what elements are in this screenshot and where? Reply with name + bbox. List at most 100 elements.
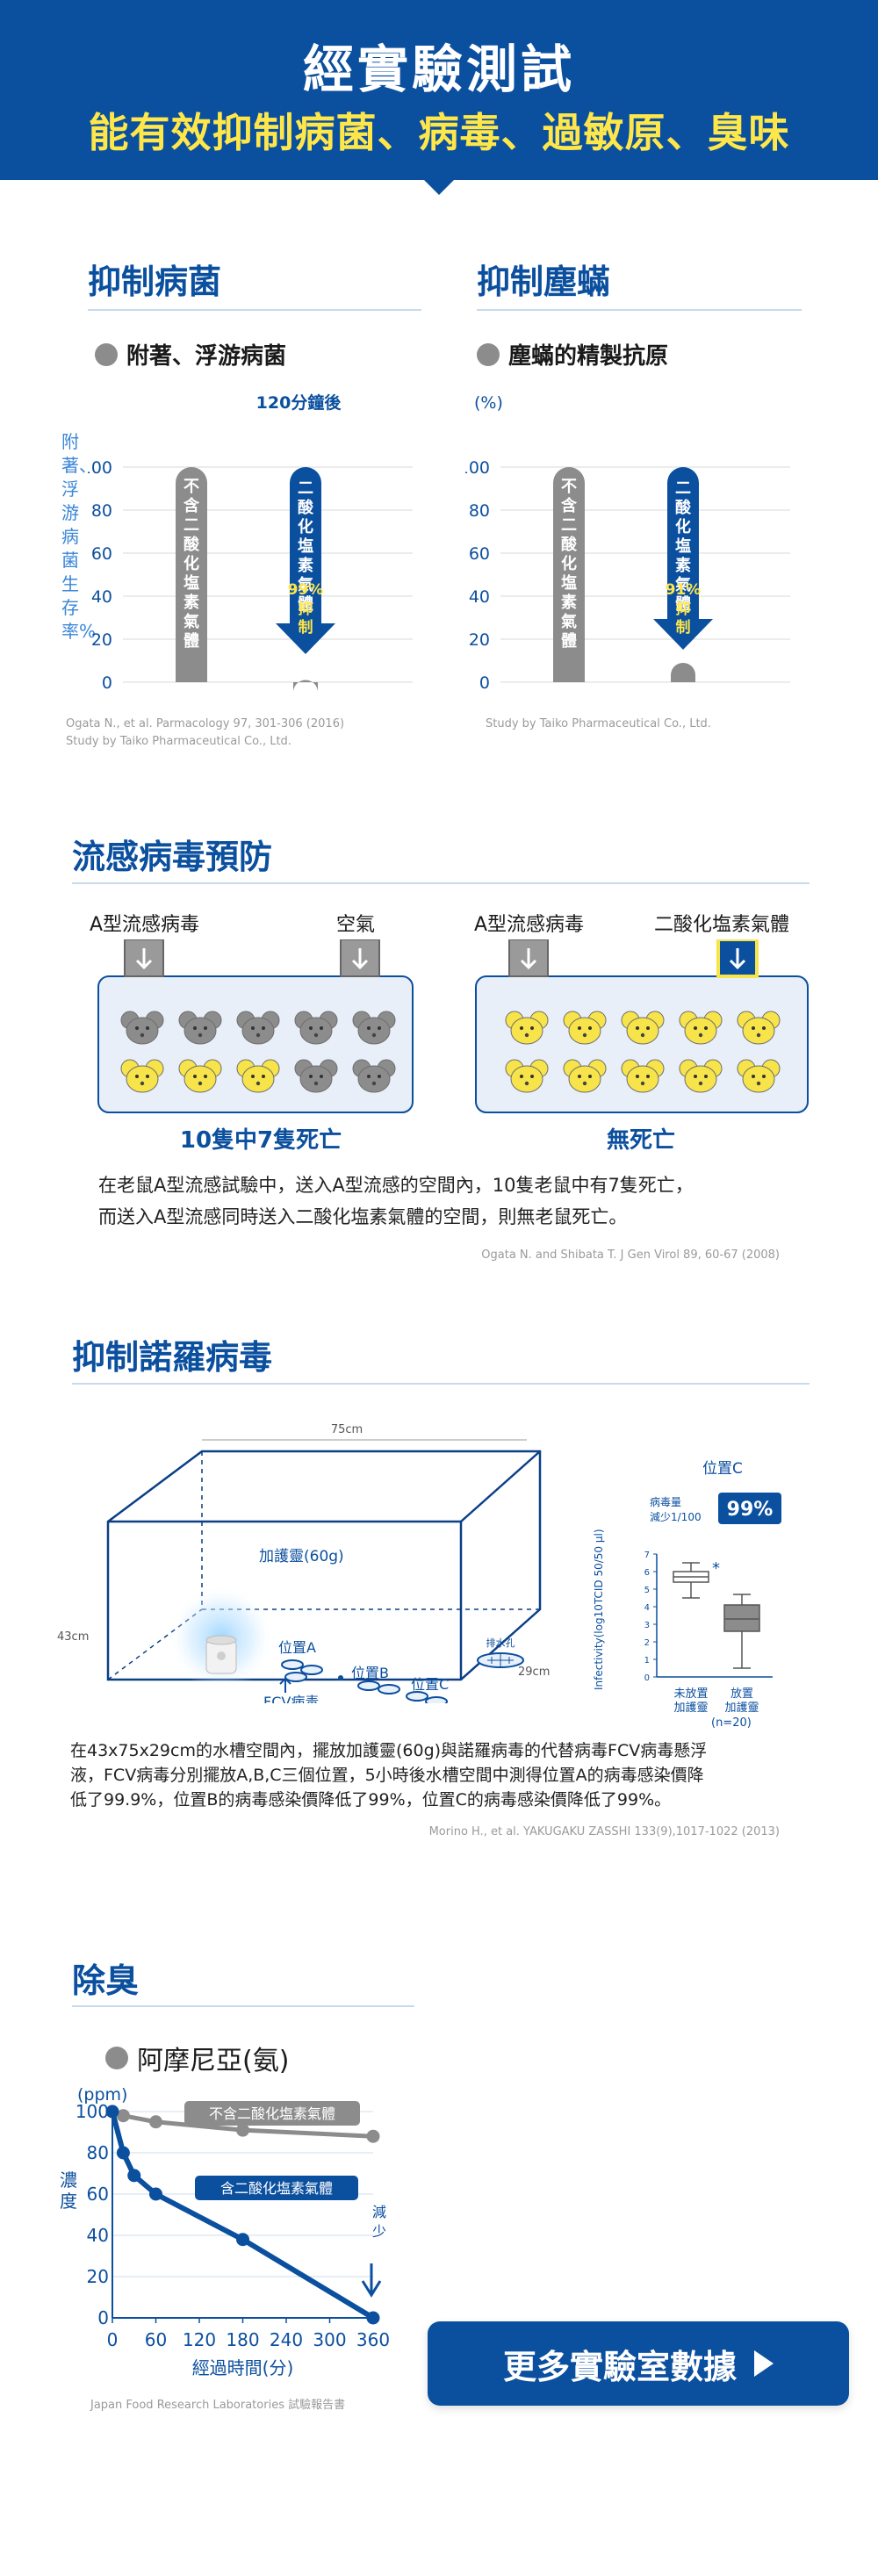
- mouse-eye: [578, 1075, 581, 1078]
- ammonia-data-point: [149, 2187, 162, 2201]
- mouse-icon: [294, 1059, 338, 1093]
- mouse-nose: [698, 1033, 703, 1038]
- mouse-eye: [262, 1075, 265, 1078]
- flu-diagram: [97, 939, 809, 1113]
- mouse-icon: [505, 1011, 549, 1045]
- ammonia-xtick-label: 60: [145, 2329, 167, 2350]
- deodor-title: 除臭: [72, 1961, 140, 2000]
- boxplot-ytick-label: 5: [644, 1586, 650, 1595]
- flu-inlet-right-gas: [716, 939, 759, 978]
- mouse-nose: [313, 1081, 319, 1086]
- mouse-icon: [563, 1059, 607, 1093]
- mouse-eye: [636, 1075, 639, 1078]
- mouse-icon: [236, 1011, 280, 1045]
- flu-divider: [72, 882, 810, 884]
- mouse-head: [626, 1017, 659, 1045]
- deodor-bullet: 阿摩尼亞(氨): [105, 2039, 289, 2077]
- mouse-icon: [352, 1059, 396, 1093]
- mouse-nose: [582, 1033, 587, 1038]
- ytick-label: 80: [91, 501, 112, 521]
- mouse-eye: [694, 1075, 697, 1078]
- noro-desc-line-1: 在43x75x29cm的水槽空間內，擺放加護靈(60g)與諾羅病毒的代替病毒FC…: [70, 1741, 708, 1760]
- bar-with-gas-label: 二酸化塩素氣體: [675, 479, 692, 614]
- reduce-char: 少: [372, 2223, 386, 2240]
- mouse-eye: [752, 1075, 755, 1078]
- noro-desc-line-2: 液，FCV病毒分別擺放A,B,C三個位置，5小時後水槽空間中測得位置A的病毒感染…: [70, 1766, 704, 1785]
- ammonia-xlabel: 經過時間(分): [192, 2357, 294, 2378]
- reduce-label-2: 減少1/100: [650, 1510, 702, 1523]
- boxplot-ytick-label: 1: [644, 1656, 650, 1666]
- mouse-head: [357, 1065, 391, 1093]
- ytick-label: 0: [479, 673, 490, 693]
- fcv-virus-label: FCV病毒: [263, 1694, 319, 1703]
- flu-right-label-virus: A型流感病毒: [474, 914, 585, 936]
- noro-desc-line-3: 低了99.9%，位置B的病毒感染價降低了99%，位置C的病毒感染價降低了99%。: [70, 1790, 672, 1810]
- ytick-label: 100: [465, 458, 490, 478]
- noro-tank-diagram: 75cm 43cm 29cm 加護靈(60g) 位置A 位置B 位置C FCV病…: [57, 1423, 550, 1703]
- mouse-icon: [294, 1011, 338, 1045]
- mouse-nose: [140, 1081, 145, 1086]
- mouse-eye: [204, 1026, 207, 1030]
- bar-without-gas-label: 不含二酸化塩素氣體: [184, 478, 200, 651]
- ammonia-ytick-label: 60: [87, 2184, 109, 2205]
- mouse-icon: [505, 1059, 549, 1093]
- flu-inlet-left-virus: [124, 939, 164, 977]
- ammonia-xtick-label: 0: [107, 2329, 119, 2350]
- mouse-nose: [756, 1033, 761, 1038]
- mouse-icon: [737, 1059, 781, 1093]
- boxplot-x1-line2: 加護靈: [673, 1701, 708, 1712]
- noro-title: 抑制諾羅病毒: [72, 1338, 273, 1377]
- bar-with-gas-percent: 91%: [666, 581, 702, 599]
- ytick-label: 40: [469, 587, 490, 607]
- product-icon: [205, 1635, 237, 1674]
- ytick-label: 20: [469, 630, 490, 650]
- play-arrow-icon: [754, 2350, 774, 2377]
- ytick-label: 40: [91, 587, 112, 607]
- ytick-label: 60: [469, 544, 490, 564]
- ammonia-data-point: [105, 2105, 119, 2119]
- mouse-eye: [520, 1026, 523, 1030]
- ammonia-data-point: [366, 2311, 380, 2325]
- bullet-dot-icon: [477, 342, 500, 366]
- mouse-nose: [198, 1033, 203, 1038]
- bacteria-divider: [88, 309, 421, 311]
- flu-desc-line-1: 在老鼠A型流感試驗中，送入A型流感的空間內，10隻老鼠中有7隻死亡，: [98, 1175, 694, 1196]
- mouse-eye: [320, 1026, 323, 1030]
- reduce-badge: [718, 1493, 781, 1524]
- mouse-nose: [255, 1081, 261, 1086]
- mites-bullet-text: 塵蟎的精製抗原: [508, 343, 669, 370]
- mouse-eye: [378, 1026, 381, 1030]
- ammonia-data-point: [366, 2129, 380, 2143]
- flu-left-label-virus: A型流感病毒: [90, 914, 200, 936]
- bar-with-gas-suffix: 抑制: [676, 600, 691, 637]
- mouse-nose: [582, 1081, 587, 1086]
- ammonia-data-point: [236, 2233, 249, 2247]
- mouse-nose: [313, 1033, 319, 1038]
- mouse-head: [241, 1017, 275, 1045]
- mouse-eye: [704, 1075, 708, 1078]
- mites-title: 抑制塵蟎: [477, 263, 611, 301]
- tank-depth-label: 29cm: [518, 1666, 550, 1679]
- mouse-nose: [640, 1081, 645, 1086]
- mites-grid: 0 20 40 60 80 100: [465, 458, 790, 693]
- reduce-arrow-icon: [361, 2263, 382, 2298]
- ammonia-ytick-label: 40: [87, 2225, 109, 2246]
- bullet-dot-icon: [95, 342, 118, 366]
- ammonia-xtick-label: 240: [270, 2329, 303, 2350]
- more-data-button[interactable]: 更多實驗室數據: [428, 2321, 849, 2406]
- ytick-label: 20: [91, 630, 112, 650]
- label-with-box: [195, 2176, 358, 2200]
- flu-right-cage: [475, 975, 809, 1113]
- mouse-head: [357, 1017, 391, 1045]
- product-label: 加護靈(60g): [259, 1548, 344, 1565]
- flu-left-cage: [97, 975, 414, 1113]
- mouse-eye: [367, 1075, 371, 1078]
- ammonia-unit-label: (ppm): [77, 2085, 127, 2105]
- ytick-label: 80: [469, 501, 490, 521]
- ammonia-series-line: [110, 2111, 375, 2321]
